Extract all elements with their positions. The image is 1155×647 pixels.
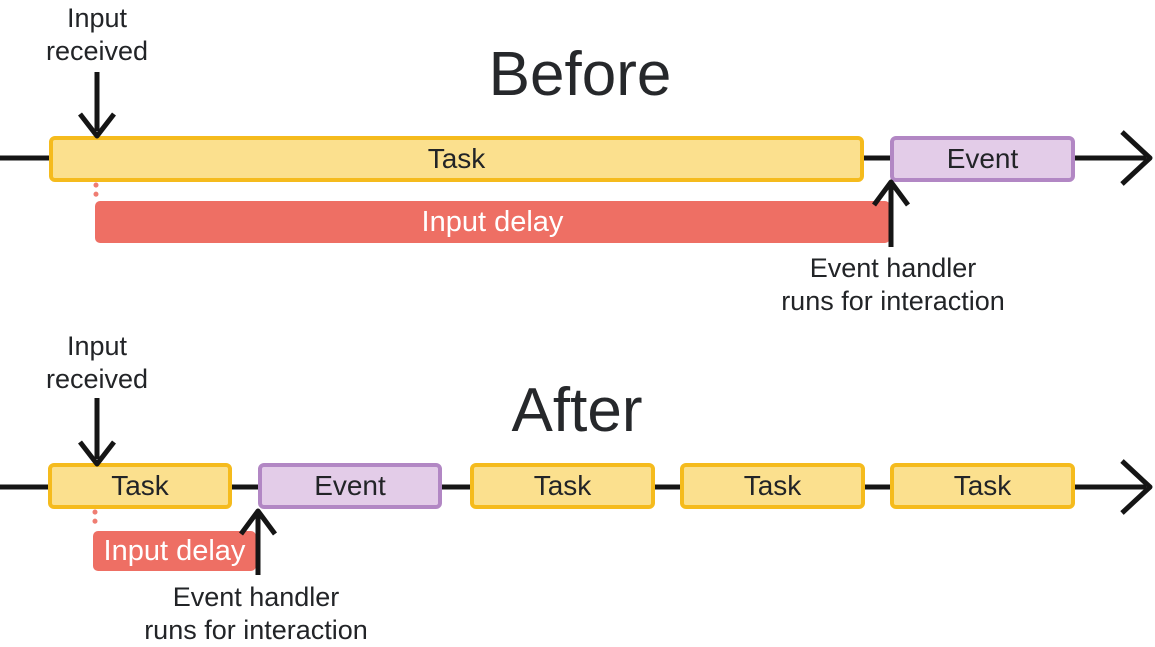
before-task-bar: Task — [49, 136, 864, 182]
before-input-received-label: Input received — [45, 3, 149, 66]
before-event-handler-label: Event handler runs for interaction — [781, 253, 1005, 316]
after-task-bar-3: Task — [680, 463, 865, 509]
after-input-received-label: Input received — [45, 331, 149, 394]
after-task-label-3: Task — [743, 470, 802, 501]
after-timeline-arrow-icon — [1120, 459, 1153, 515]
before-event-label: Event — [946, 143, 1019, 174]
before-input-arrowhead-icon — [78, 112, 116, 139]
after-task-bar-4: Task — [890, 463, 1075, 509]
before-event-bar: Event — [890, 136, 1075, 182]
after-event-bar: Event — [258, 463, 442, 509]
after-event-handler-label: Event handler runs for interaction — [144, 582, 368, 645]
after-title: After — [511, 376, 643, 445]
after-task-bar-1: Task — [48, 463, 232, 509]
after-task-bar-2: Task — [470, 463, 655, 509]
after-input-delay-label: Input delay — [103, 534, 246, 567]
after-event-label: Event — [314, 470, 386, 501]
before-timeline-arrow-icon — [1120, 130, 1153, 186]
after-task-label-4: Task — [953, 470, 1012, 501]
after-task-label-1: Task — [111, 470, 169, 501]
after-task-label-2: Task — [533, 470, 592, 501]
after-input-delay-bar: Input delay — [93, 531, 256, 571]
before-title: Before — [488, 40, 672, 109]
before-input-delay-label: Input delay — [421, 205, 564, 238]
after-input-arrowhead-icon — [78, 440, 116, 467]
before-input-delay-bar: Input delay — [95, 201, 890, 243]
before-task-label: Task — [427, 143, 486, 174]
